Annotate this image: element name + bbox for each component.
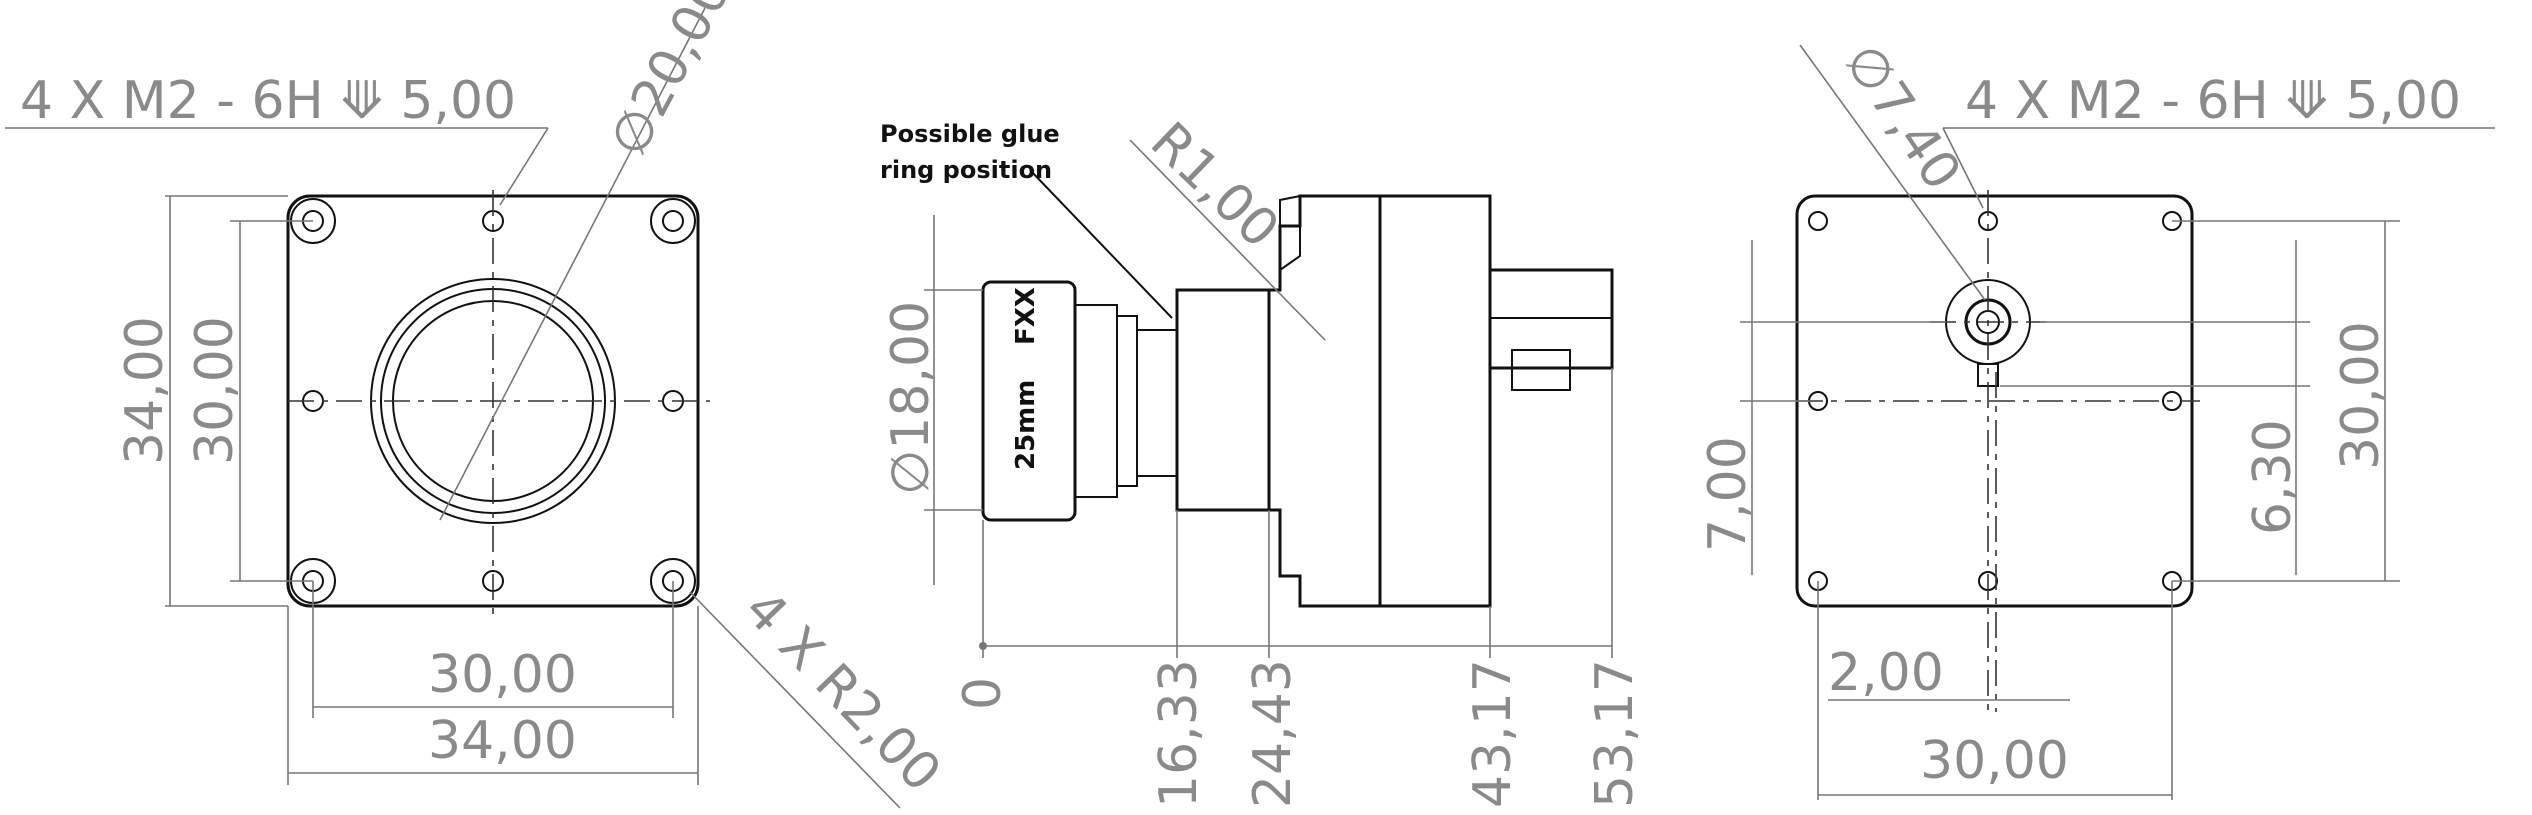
- left-height-inner: 30,00: [185, 316, 245, 465]
- left-corner-holes: [290, 198, 696, 604]
- side-view: FXX 25mm Possible glue ring position R1,…: [880, 111, 1645, 808]
- side-pos-2: 24,43: [1243, 659, 1303, 808]
- left-width-inner: 30,00: [428, 645, 577, 705]
- right-view: ∅7,40 4 X M2 - 6H ⟱ 5,00 30,00 6,30 7,00…: [1698, 34, 2495, 800]
- side-mount-ring: [1175, 288, 1271, 512]
- left-width-outer: 34,00: [428, 711, 577, 771]
- right-thread-note: 4 X M2 - 6H ⟱ 5,00: [1965, 71, 2461, 131]
- left-thread-note: 4 X M2 - 6H ⟱ 5,00: [20, 71, 516, 131]
- side-lens-brand: FXX: [1011, 287, 1041, 345]
- left-height-outer: 34,00: [115, 316, 175, 465]
- left-corner-radius: 4 X R2,00: [733, 579, 952, 803]
- side-pos-1: 16,33: [1149, 659, 1209, 808]
- side-pos-0: 0: [953, 677, 1013, 710]
- right-offset-v-right: 6,30: [2243, 419, 2303, 535]
- side-lens-focal: 25mm: [1011, 380, 1041, 470]
- side-housing: [1269, 194, 1382, 608]
- right-offset-h: 2,00: [1828, 643, 1944, 703]
- right-width: 30,00: [1920, 731, 2069, 791]
- side-radius-label: R1,00: [1139, 111, 1290, 260]
- right-height-outer: 30,00: [2331, 321, 2391, 470]
- left-view: 4 X M2 - 6H ⟱ 5,00 ∅20,00 34,00 30,00 30…: [5, 0, 952, 809]
- side-lens-diameter: ∅18,00: [881, 301, 941, 495]
- side-glue-note-1: Possible glue: [880, 120, 1060, 148]
- side-glue-note-2: ring position: [880, 156, 1052, 184]
- side-pos-4: 53,17: [1585, 659, 1645, 808]
- left-diameter-label: ∅20,00: [599, 0, 743, 166]
- right-offset-v-left: 7,00: [1698, 436, 1758, 552]
- side-pos-3: 43,17: [1463, 659, 1523, 808]
